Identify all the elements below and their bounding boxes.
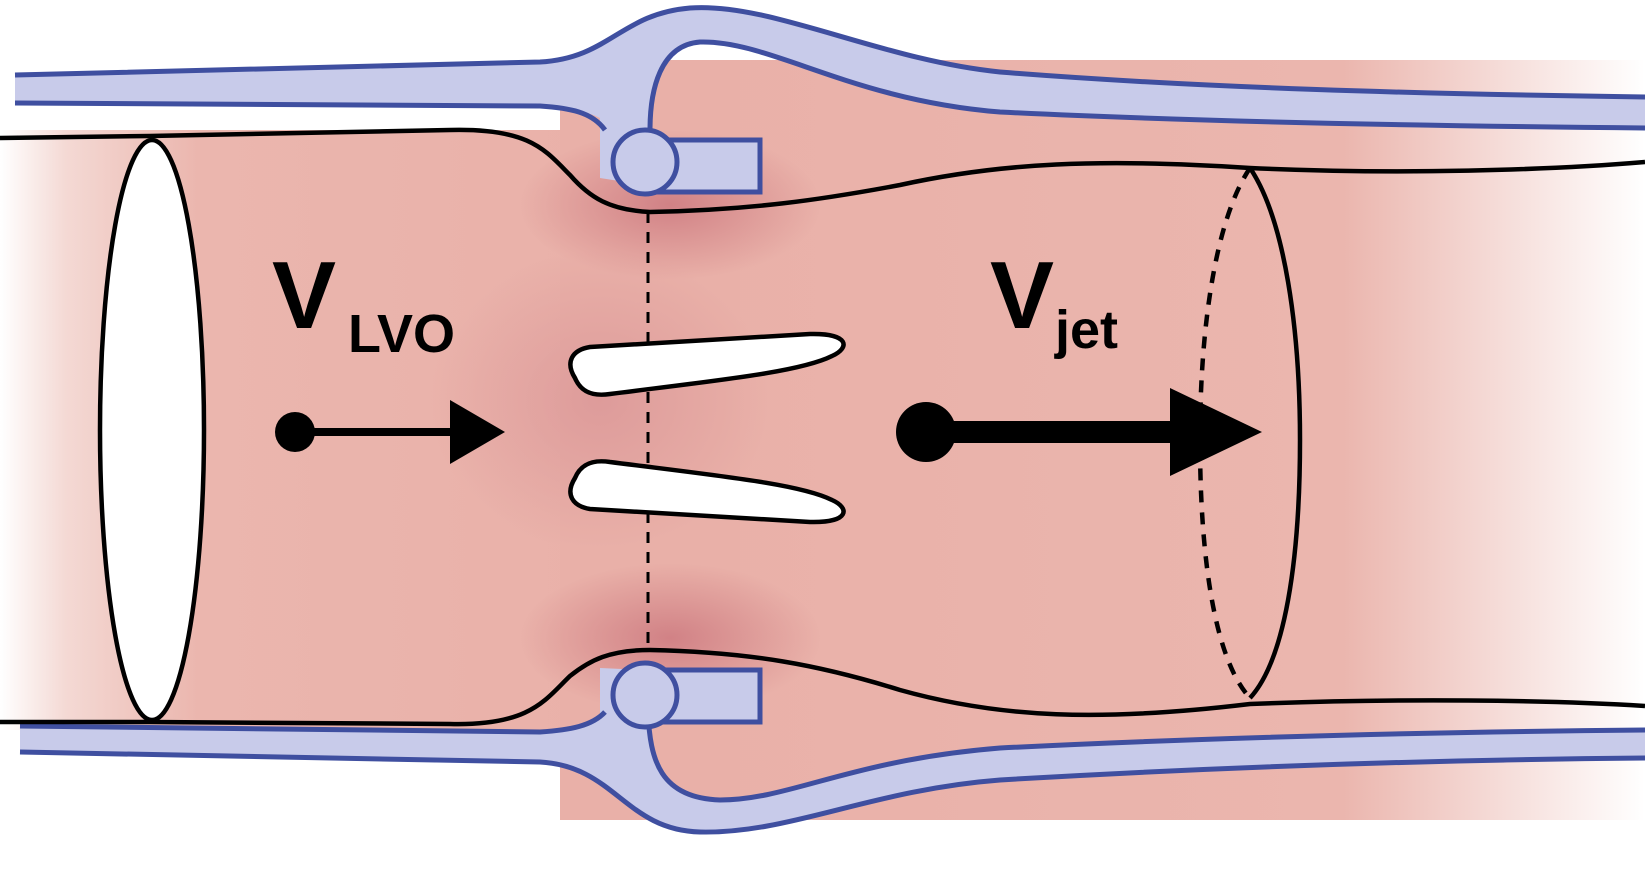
lvot-cross-section [97, 137, 207, 723]
bottom-aortic-wall [19, 668, 1645, 835]
jet-velocity-arrow [896, 388, 1262, 476]
label-v-jet-sub: jet [1054, 300, 1118, 360]
bottom-annulus-hinge [610, 660, 763, 730]
vena-contracta-cross-section [1197, 166, 1303, 700]
valve-leaflets [568, 331, 846, 525]
top-annulus-hinge [610, 127, 763, 197]
label-v-lvo-main: V [272, 242, 336, 349]
blood-region [0, 60, 1645, 820]
label-v-jet: V jet [990, 242, 1118, 360]
lower-leaflet [568, 459, 846, 525]
top-aortic-wall [14, 5, 1645, 185]
label-v-lvo-sub: LVO [348, 304, 455, 364]
label-v-lvo: V LVO [272, 242, 455, 364]
label-v-jet-main: V [990, 242, 1054, 349]
lvo-velocity-arrow [275, 400, 505, 464]
vessel-outline [0, 127, 1645, 727]
upper-leaflet [568, 331, 846, 397]
